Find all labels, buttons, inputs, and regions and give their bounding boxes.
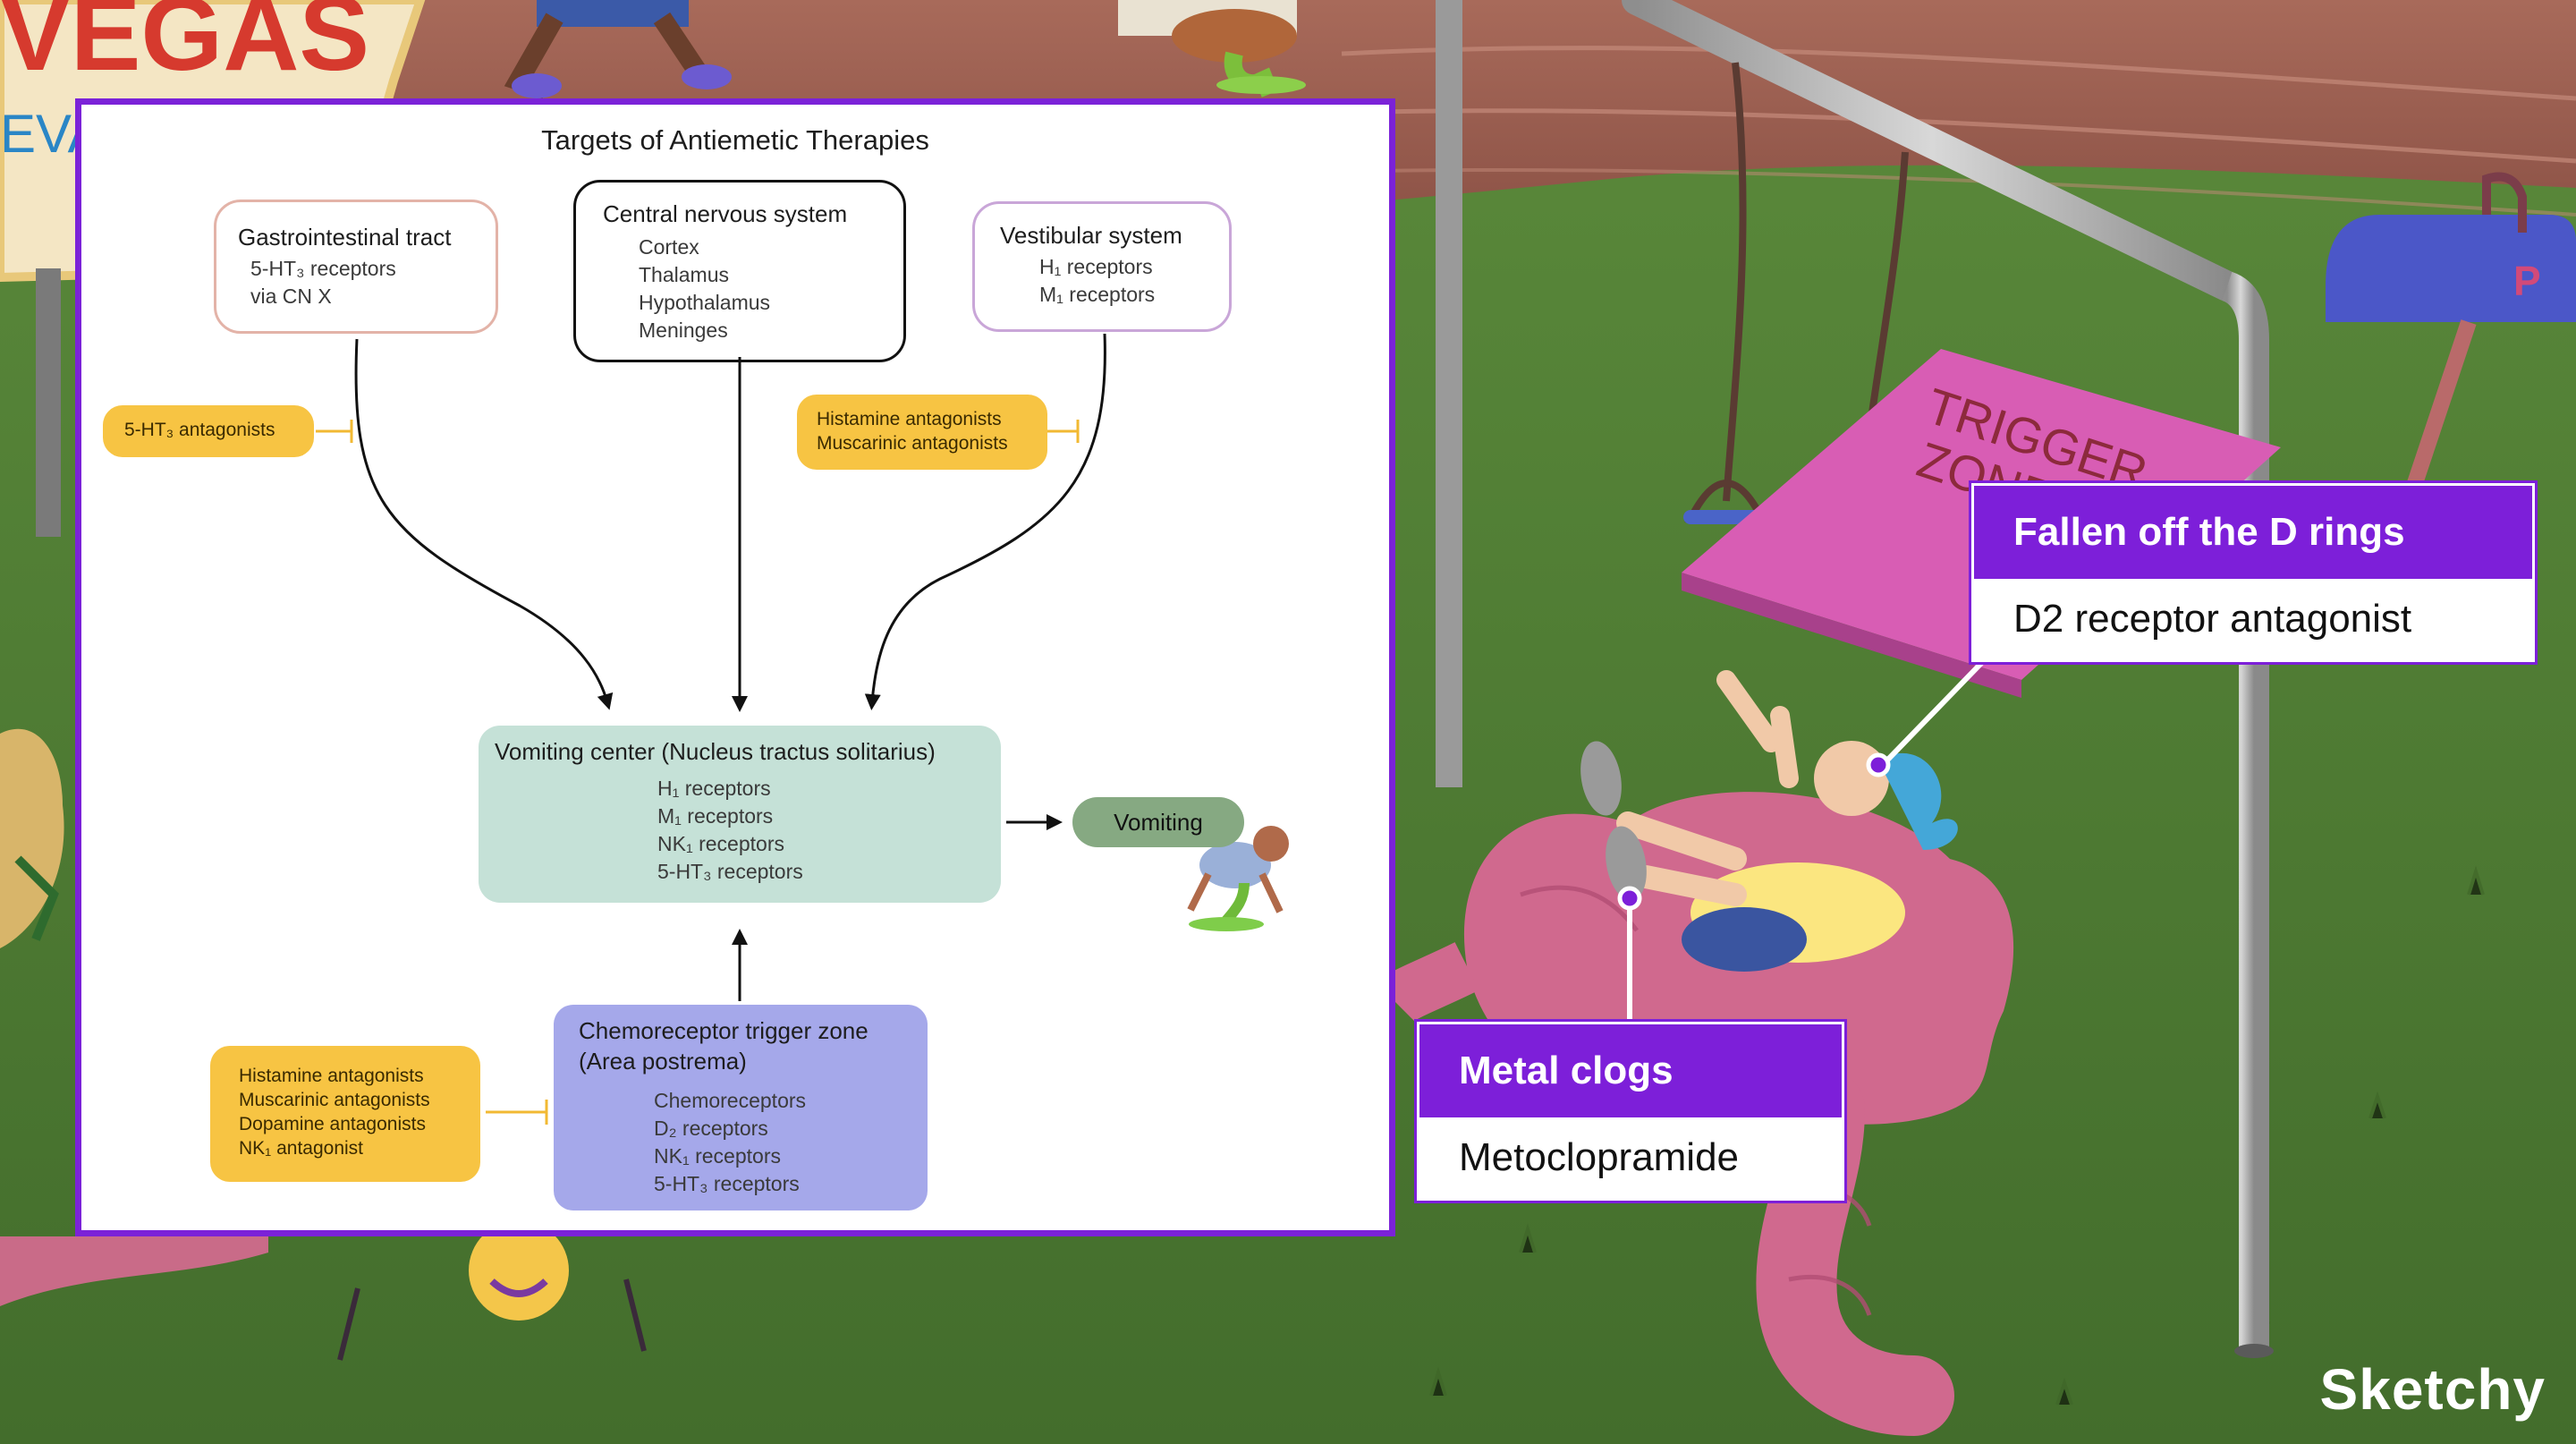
arrow-vestibular-to-vc: [864, 333, 1106, 710]
rings-pointer-dot: [1866, 752, 1891, 777]
clogs-pointer-dot: [1617, 886, 1642, 911]
rings-callout[interactable]: Fallen off the D rings D2 receptor antag…: [1971, 483, 2535, 662]
vc-line-2: M₁ receptors: [657, 804, 774, 828]
vomiting-label: Vomiting: [1114, 809, 1203, 836]
vestibular-box: Vestibular system H₁ receptors M₁ recept…: [972, 201, 1232, 332]
vestibular-line-1: H₁ receptors: [1039, 255, 1153, 278]
gi-tract-title: Gastrointestinal tract: [238, 224, 452, 251]
rings-callout-body: D2 receptor antagonist: [1974, 579, 2532, 659]
ctz-antagonist-line-2: Muscarinic antagonists: [239, 1090, 430, 1110]
rings-callout-header: Fallen off the D rings: [1974, 486, 2532, 579]
vc-line-3: NK₁ receptors: [657, 832, 784, 855]
vc-line-4: 5-HT₃ receptors: [657, 860, 803, 883]
ctz-line-4: 5-HT₃ receptors: [654, 1172, 800, 1195]
ctz-antagonist-line-4: NK₁ antagonist: [239, 1138, 364, 1159]
vestibular-antagonist-pill: Histamine antagonists Muscarinic antagon…: [797, 395, 1047, 470]
svg-text:P: P: [2513, 258, 2541, 304]
clogs-callout[interactable]: Metal clogs Metoclopramide: [1417, 1022, 1844, 1201]
gi-line-1: 5-HT₃ receptors: [250, 257, 396, 280]
gi-antagonist-pill: 5-HT₃ antagonists: [103, 405, 314, 457]
cns-title: Central nervous system: [603, 200, 848, 227]
inhibitor-ctz: [486, 1100, 548, 1125]
antiemetic-diagram-panel: Targets of Antiemetic Therapies Gastroin…: [75, 98, 1395, 1236]
girl-figure: [1580, 670, 1958, 972]
svg-text:VEGAS: VEGAS: [0, 0, 369, 93]
smiley-flower: [337, 1220, 647, 1361]
cns-line-2: Thalamus: [639, 263, 729, 286]
clogs-callout-header: Metal clogs: [1419, 1024, 1842, 1117]
ctz-line-1: Chemoreceptors: [654, 1089, 807, 1112]
diagram-arrows: [316, 333, 1289, 1125]
cns-box: Central nervous system Cortex Thalamus H…: [573, 180, 906, 362]
ctz-antagonist-line-1: Histamine antagonists: [239, 1066, 424, 1086]
runner-figure: [504, 0, 732, 99]
ctz-antagonist-pill: Histamine antagonists Muscarinic antagon…: [210, 1046, 480, 1182]
gi-antagonist-line-1: 5-HT₃ antagonists: [124, 420, 275, 440]
diagram-title: Targets of Antiemetic Therapies: [541, 124, 929, 156]
vc-line-1: H₁ receptors: [657, 777, 771, 800]
inhibitor-gi: [316, 420, 353, 443]
ctz-box: Chemoreceptor trigger zone (Area postrem…: [554, 1005, 928, 1210]
callout-connectors: [1627, 650, 1994, 1025]
cns-line-3: Hypothalamus: [639, 291, 771, 314]
clogs-callout-body: Metoclopramide: [1419, 1117, 1842, 1198]
runner-vomiting-figure: [1118, 0, 1306, 98]
gi-tract-box: Gastrointestinal tract 5-HT₃ receptors v…: [214, 200, 498, 334]
arrow-gi-to-vc: [354, 338, 614, 710]
gi-line-2: via CN X: [250, 285, 332, 308]
inhibitor-vestibular: [1042, 420, 1080, 443]
sketchy-logo: Sketchy: [2319, 1357, 2546, 1422]
ctz-line-3: NK₁ receptors: [654, 1144, 781, 1168]
vomiting-center-box: Vomiting center (Nucleus tractus solitar…: [479, 726, 1001, 903]
ctz-title: Chemoreceptor trigger zone (Area postrem…: [579, 1017, 869, 1075]
cns-line-4: Meninges: [639, 319, 728, 342]
ctz-line-2: D₂ receptors: [654, 1117, 768, 1140]
ctz-antagonist-line-3: Dopamine antagonists: [239, 1114, 426, 1134]
cns-line-1: Cortex: [639, 235, 699, 259]
vestibular-line-2: M₁ receptors: [1039, 283, 1156, 306]
vomiting-center-title: Vomiting center (Nucleus tractus solitar…: [495, 738, 936, 765]
vestibular-antagonist-line-2: Muscarinic antagonists: [817, 433, 1008, 454]
vomiting-pill: Vomiting: [1072, 797, 1244, 847]
vestibular-antagonist-line-1: Histamine antagonists: [817, 409, 1002, 429]
vestibular-title: Vestibular system: [1000, 222, 1182, 249]
mailbox: P: [2326, 172, 2576, 486]
vomiting-kid-illustration: [1187, 826, 1289, 931]
